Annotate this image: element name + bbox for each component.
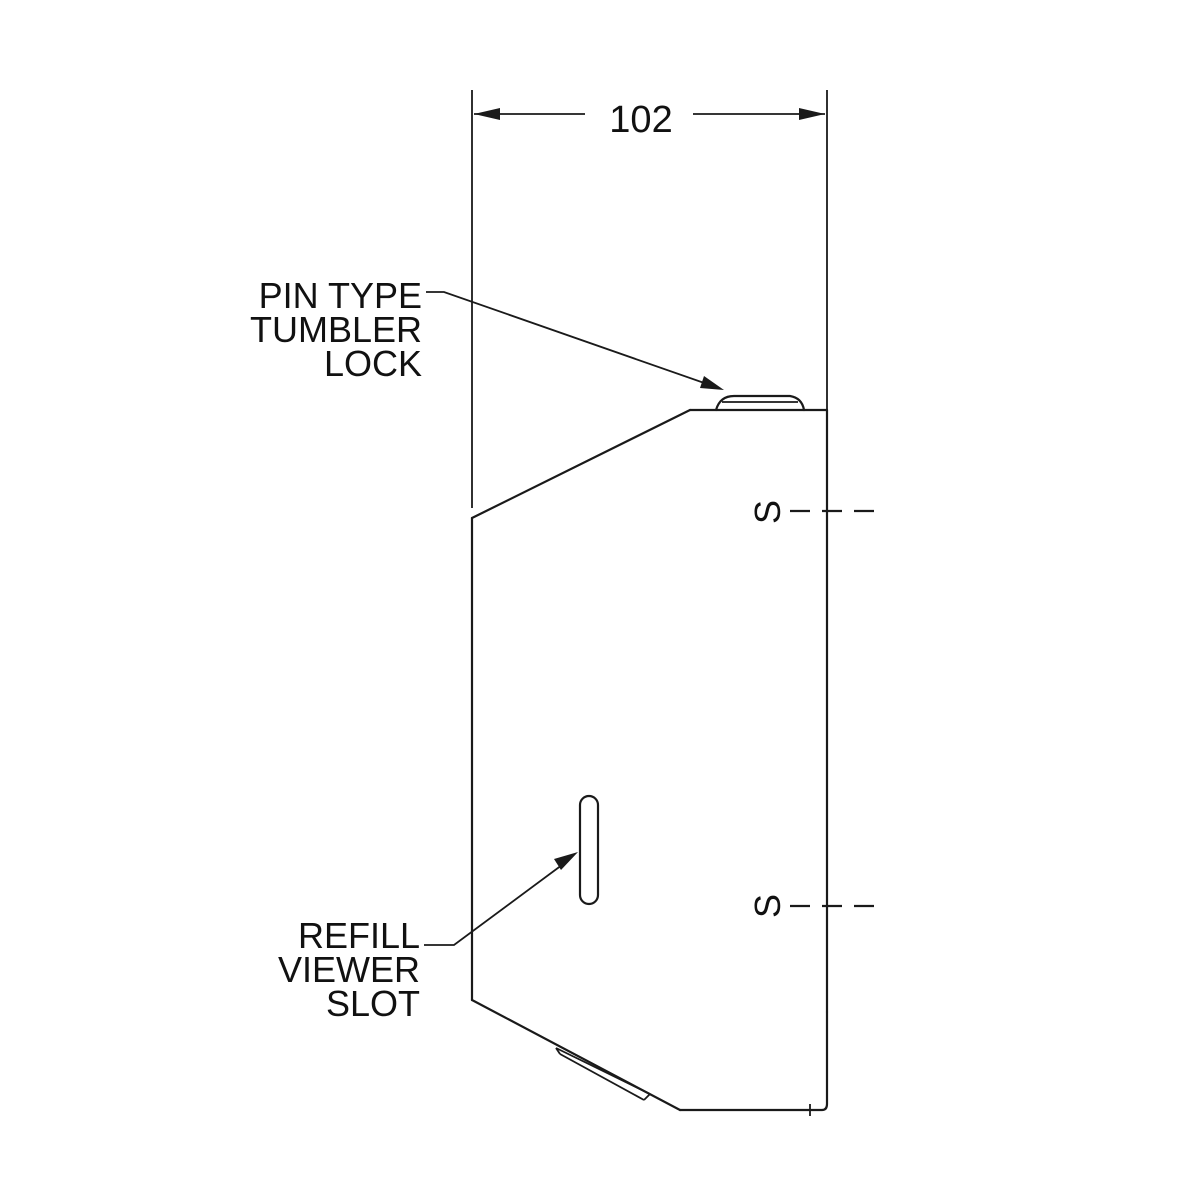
- dimension-value: 102: [609, 99, 672, 141]
- section-mark-upper-label: S: [747, 500, 788, 524]
- dimension-arrow-left-icon: [474, 108, 500, 120]
- viewer-label-line2: VIEWER: [278, 949, 420, 990]
- sloped-top-edge: [470, 408, 692, 520]
- dispenser-body: [470, 408, 829, 1116]
- lock-label-line1: PIN TYPE: [259, 275, 422, 316]
- dispensing-lip: [555, 1047, 651, 1101]
- lock-leader-arrow-icon: [700, 376, 724, 390]
- lock-label-line3: LOCK: [324, 343, 422, 384]
- tumbler-lock: [714, 394, 806, 412]
- viewer-label-line1: REFILL: [298, 915, 420, 956]
- viewer-label-line3: SLOT: [326, 983, 420, 1024]
- viewer-leader-arrow-icon: [554, 852, 578, 870]
- width-dimension: 102: [474, 99, 825, 141]
- viewer-callout: REFILL VIEWER SLOT: [278, 852, 578, 1024]
- lock-label-line2: TUMBLER: [250, 309, 422, 350]
- section-mark-lower-label: S: [747, 894, 788, 918]
- section-mark-lower: S: [747, 894, 876, 918]
- viewer-leader-line: [424, 861, 567, 946]
- bottom-back-corner: [808, 1010, 829, 1112]
- dimension-arrow-right-icon: [799, 108, 825, 120]
- lock-cylinder: [714, 394, 806, 412]
- refill-viewer-slot: [578, 794, 600, 906]
- lock-callout: PIN TYPE TUMBLER LOCK: [250, 275, 724, 390]
- lock-leader-line: [426, 291, 711, 386]
- section-mark-upper: S: [747, 500, 876, 524]
